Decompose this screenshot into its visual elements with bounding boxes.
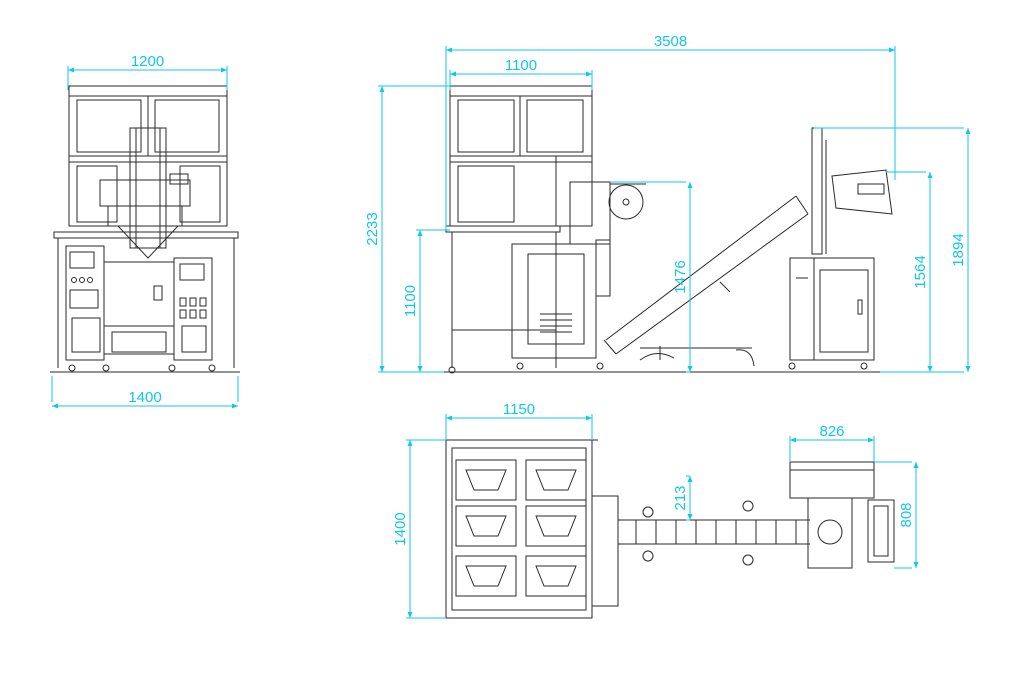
dim-side-right-height-2: 1894 <box>950 233 967 266</box>
side-packer-body <box>511 243 597 359</box>
front-base-frame <box>53 231 239 239</box>
dim-side-total-height: 2233 <box>364 212 381 245</box>
dim-top-width: 1150 <box>503 401 535 418</box>
top-weigher-frame <box>445 439 593 619</box>
side-right-tower <box>788 127 893 370</box>
top-right-packer <box>789 461 895 569</box>
front-view <box>50 85 240 373</box>
top-conveyor <box>618 500 810 566</box>
dim-side-conveyor-height: 1476 <box>672 260 689 293</box>
dim-front-width-base: 1400 <box>128 389 161 406</box>
dim-side-frame-width: 1100 <box>505 57 537 74</box>
dim-top-right-width: 826 <box>819 423 844 440</box>
dimension-labels: 1200 1400 3508 1100 2233 1100 1476 1564 1894 1150… <box>128 33 967 546</box>
dim-side-frame-height: 1100 <box>402 285 419 317</box>
film-roll <box>608 184 644 220</box>
dimension-lines <box>51 46 971 619</box>
dim-top-depth: 1400 <box>392 512 409 545</box>
dim-top-right-depth: 808 <box>898 502 915 527</box>
dim-side-total-length: 3508 <box>654 33 687 50</box>
top-view <box>440 439 895 619</box>
top-hoppers <box>455 459 587 597</box>
dim-top-conveyor-offset: 213 <box>672 485 689 510</box>
front-right-cabinet <box>173 257 213 361</box>
dim-front-width-top: 1200 <box>131 53 164 70</box>
dim-side-right-height-1: 1564 <box>912 255 929 288</box>
inclined-conveyor <box>603 195 809 367</box>
front-center-body <box>103 261 175 355</box>
side-view <box>440 85 893 374</box>
